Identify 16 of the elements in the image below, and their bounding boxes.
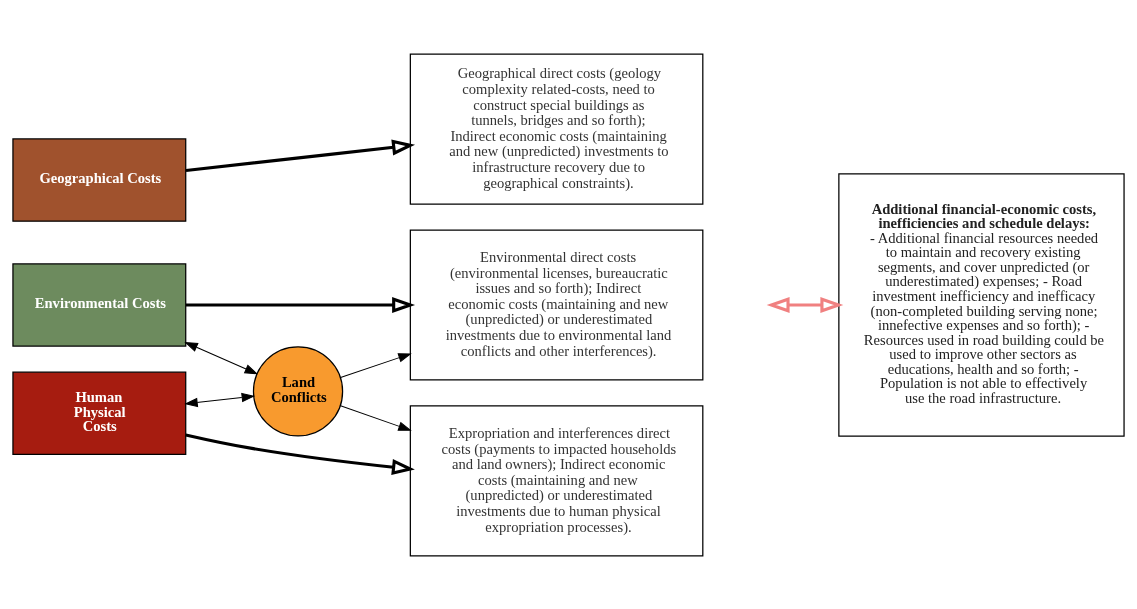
arrow <box>184 341 259 374</box>
node-box: Geographical Costs <box>12 137 187 222</box>
node-box: Additional financial-economic costs, inefficiencies and schedule delays: - Additional financial resources needed to maintain and recovery existing segments, and cover unpredicted (or underestimated) expenses; - Road investment inefficiency and inefficacy (non-completed building serving none; innefective expenses and so forth); - Resources used in road building could be used to improve other sectors as educations, health and so forth; - Population is not able to effectively use the road infrastructure. <box>838 172 1125 437</box>
arrow <box>185 138 416 172</box>
node-box: Human Physical Costs <box>12 371 187 455</box>
arrow <box>184 392 256 407</box>
node-box: Geographical direct costs (geology complexity related-costs, need to construct special buildings as tunnels, bridges and so forth); Indirect economic costs (maintaining and new (unpredicted) investments to infrastructure recovery due to geographical constraints). <box>409 53 704 205</box>
arrow <box>340 404 412 431</box>
arrow <box>186 296 416 313</box>
arrow <box>766 296 844 313</box>
node-box: Environmental Costs <box>12 262 187 347</box>
node-circle: Land Conflicts <box>252 345 344 437</box>
arrow <box>185 432 415 475</box>
node-box: Environmental direct costs (environmental licenses, bureaucratic issues and so forth); Indirect economic costs (maintaining and new (unpredicted) or underestimated investments due to environmental land conflicts and other interferences). <box>409 228 704 381</box>
node-box: Expropriation and interferences direct costs (payments to impacted households and land owners); Indirect economic costs (maintaining and new (unpredicted) or underestimated investments due to human physical expropriation processes). <box>409 404 704 556</box>
arrow <box>340 352 412 378</box>
